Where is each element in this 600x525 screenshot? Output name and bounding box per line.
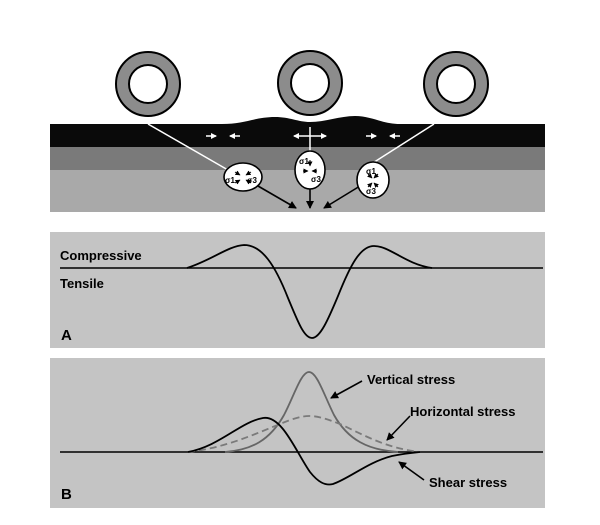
sigma3-label-left: σ3: [247, 176, 257, 185]
horizontal-stress-pointer: [386, 415, 411, 441]
tensile-label: Tensile: [60, 276, 104, 291]
sigma3-label-right: σ3: [366, 187, 376, 196]
vertical-stress-curve: [224, 371, 399, 453]
surface-tension-arrows: [293, 127, 327, 146]
shear-stress-pointer: [398, 461, 425, 481]
vertical-stress-label: Vertical stress: [367, 372, 455, 387]
shear-stress-curve: [187, 417, 421, 486]
panel-b-letter: B: [61, 486, 72, 503]
stress-element-center: σ1 σ3: [294, 150, 326, 190]
sigma1-label-left: σ1: [225, 176, 235, 185]
stress-element-right: σ1 σ3: [356, 161, 390, 199]
converging-arrows: [257, 185, 361, 209]
panel-a: Compressive Tensile A: [50, 232, 545, 348]
panel-a-letter: A: [61, 327, 72, 344]
panel-b: Vertical stress Horizontal stress Shear …: [50, 358, 545, 508]
sigma3-label-center: σ3: [311, 175, 321, 184]
sigma1-label-right: σ1: [366, 167, 376, 176]
horizontal-stress-curve: [187, 415, 421, 453]
panel-b-background: [50, 358, 545, 508]
wheel-left: [115, 51, 181, 117]
panel-a-background: [50, 232, 545, 348]
horizontal-stress-label: Horizontal stress: [410, 404, 515, 419]
stress-element-left: σ1 σ3: [223, 162, 263, 192]
pavement-section: σ1 σ3 σ1 σ3 σ1 σ3: [50, 50, 545, 212]
sigma1-label-center: σ1: [299, 157, 309, 166]
surface-layer: [50, 116, 545, 147]
vertical-stress-pointer: [330, 380, 363, 399]
wheel-center: [277, 50, 343, 116]
wheel-right: [423, 51, 489, 117]
shear-stress-label: Shear stress: [429, 475, 507, 490]
compressive-label: Compressive: [60, 248, 142, 263]
surface-stress-curve: [186, 244, 433, 339]
